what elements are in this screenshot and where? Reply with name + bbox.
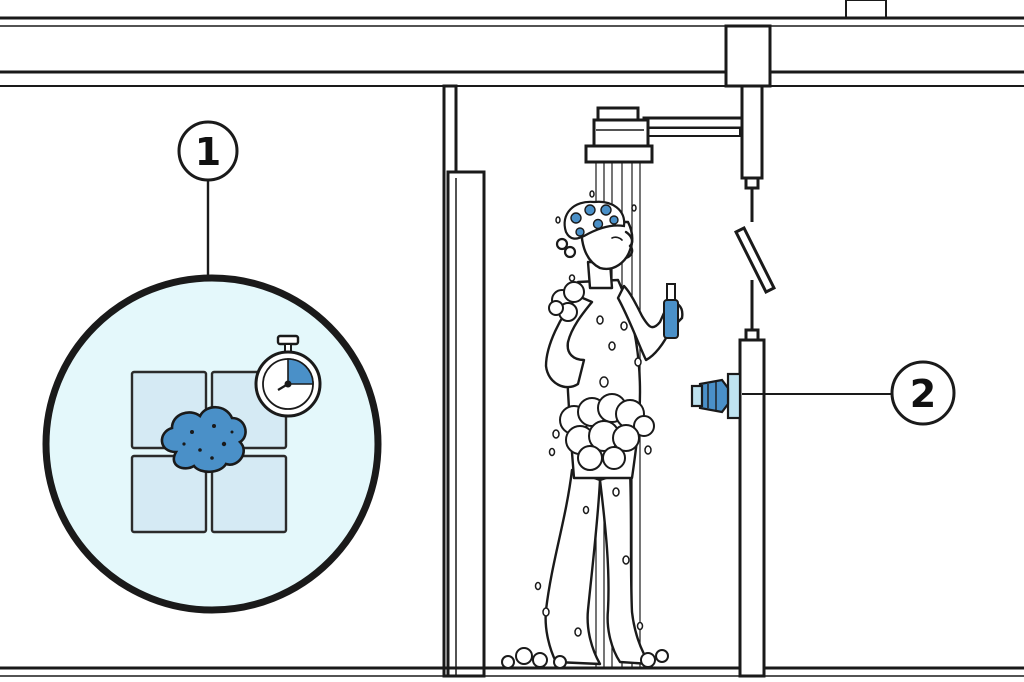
- shower-valve-knob: [690, 372, 742, 420]
- slide-bar-bracket: [733, 225, 777, 295]
- ceiling-structure: [0, 0, 1024, 87]
- shower-riser-pipe: [738, 84, 766, 678]
- timer-elapsed-wedge: [287, 358, 314, 385]
- ceiling-pipe-mount: [724, 24, 772, 88]
- soap-foam: [501, 281, 669, 669]
- callout-1-number: 1: [195, 130, 221, 174]
- water-droplets: [534, 190, 652, 637]
- callout-1-badge: 1: [177, 120, 239, 182]
- callout-2-badge: 2: [742, 360, 956, 426]
- shampoo-bottle-icon: [663, 283, 679, 339]
- mold-stain-icon: [160, 405, 247, 474]
- shower-door-frame: [442, 84, 486, 678]
- callout-2-number: 2: [910, 372, 936, 416]
- stopwatch-icon: [254, 334, 322, 418]
- shower-head-icon: [584, 106, 744, 164]
- shower-cap: [555, 200, 626, 259]
- inset-detail: [42, 180, 382, 614]
- shower-floor: [0, 666, 1024, 677]
